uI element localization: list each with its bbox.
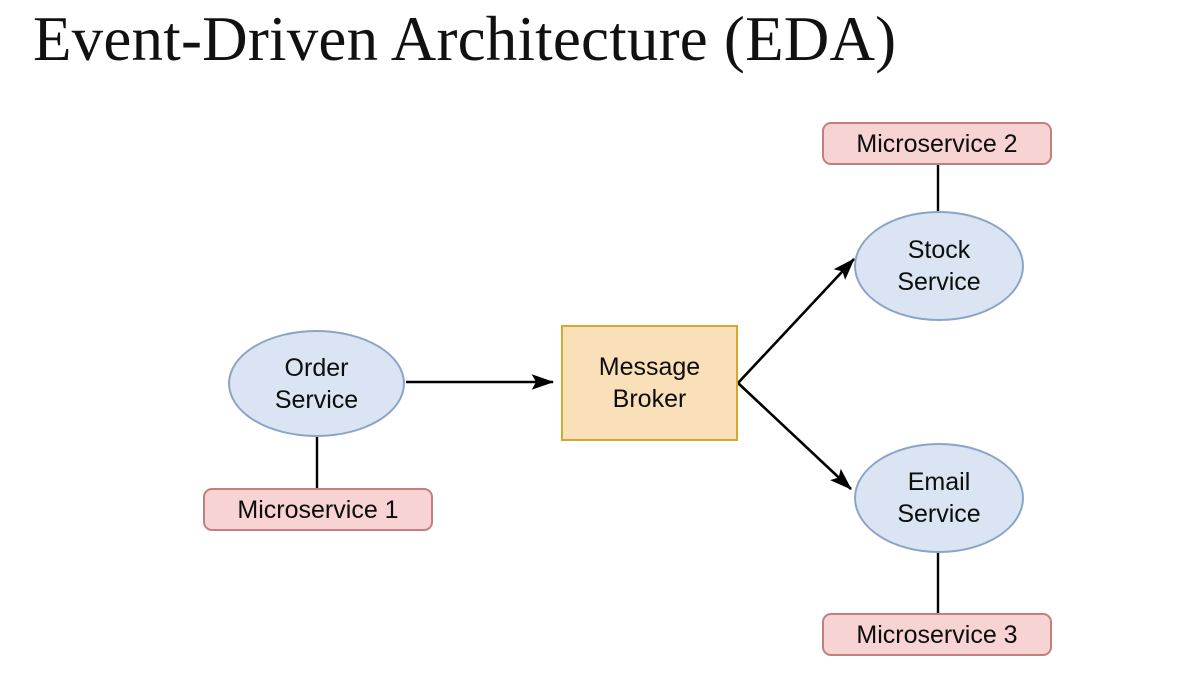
node-microservice-3-label: Microservice 3: [856, 620, 1018, 649]
node-microservice-1[interactable]: Microservice 1: [203, 488, 433, 531]
node-stock-service-label: Stock Service: [897, 236, 981, 296]
edge-message-broker-to-email-service: [737, 382, 852, 490]
edge-message-broker-to-stock-service: [737, 258, 855, 384]
page-title: Event-Driven Architecture (EDA): [33, 4, 897, 74]
node-microservice-2[interactable]: Microservice 2: [822, 122, 1052, 165]
node-stock-service[interactable]: Stock Service: [854, 211, 1024, 321]
node-email-service[interactable]: Email Service: [854, 443, 1024, 553]
node-microservice-1-label: Microservice 1: [237, 495, 399, 524]
node-message-broker-label: Message Broker: [598, 353, 701, 413]
node-message-broker[interactable]: Message Broker: [561, 325, 738, 441]
node-order-service-label: Order Service: [274, 353, 359, 414]
node-email-service-label: Email Service: [897, 468, 981, 528]
node-microservice-3[interactable]: Microservice 3: [822, 613, 1052, 656]
node-order-service[interactable]: Order Service: [228, 330, 405, 437]
node-microservice-2-label: Microservice 2: [856, 129, 1018, 158]
